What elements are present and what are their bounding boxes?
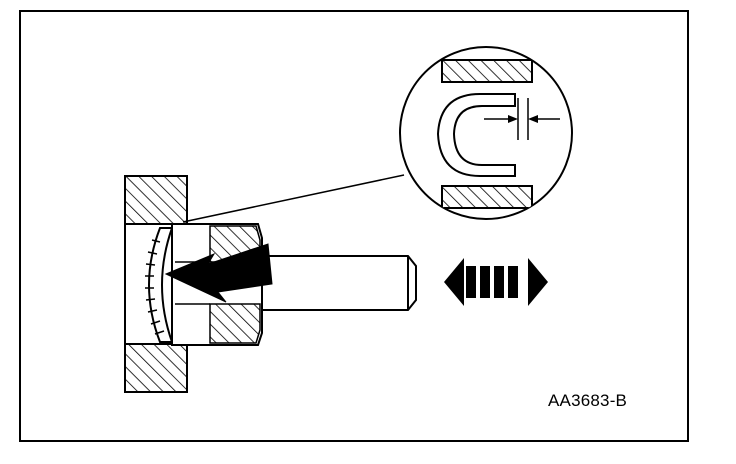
leader-line bbox=[182, 174, 405, 223]
clearance-arrows bbox=[484, 115, 560, 123]
figure-label: AA3683-B bbox=[548, 391, 628, 410]
detail-magnifier bbox=[399, 46, 573, 220]
push-arrow bbox=[164, 243, 273, 303]
figure-frame bbox=[19, 10, 689, 442]
motion-double-arrow bbox=[444, 258, 548, 306]
